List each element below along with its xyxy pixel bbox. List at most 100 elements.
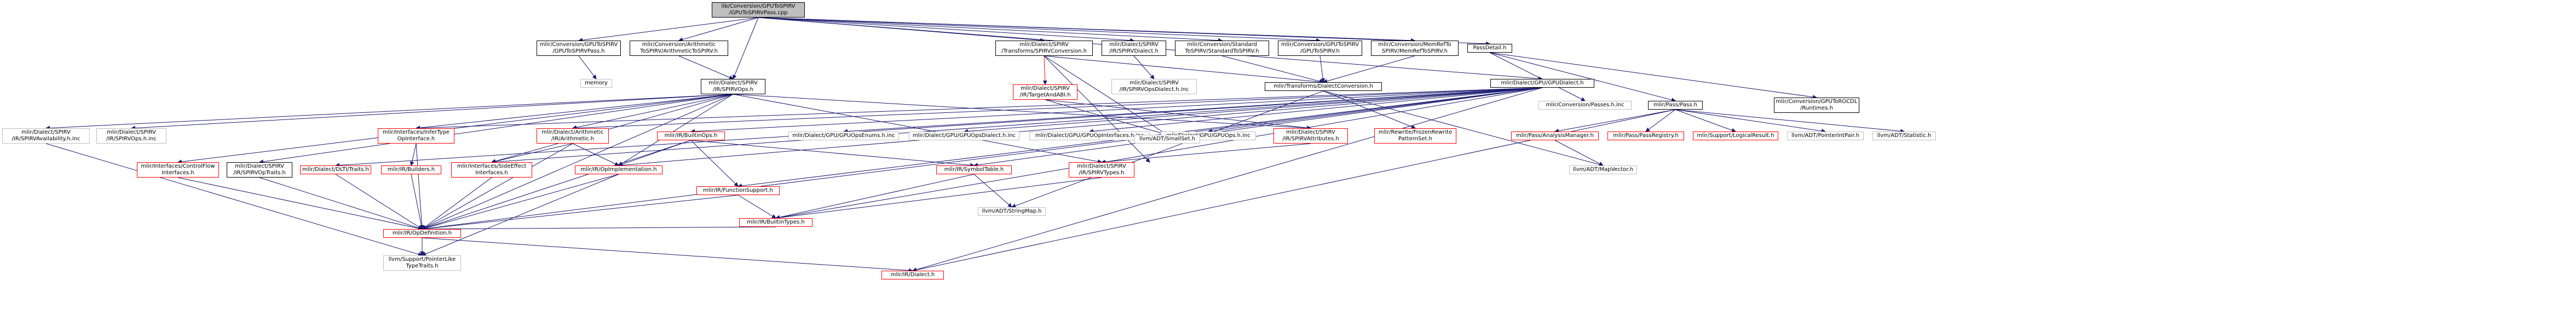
node-spirv-op-traits-h[interactable]: mlir/Dialect/SPIRV /IR/SPIRVOpTraits.h: [227, 162, 292, 178]
include-edge: [1675, 109, 1826, 133]
node-dlti-traits-h[interactable]: mlir/Dialect/DLTI/Traits.h: [300, 165, 371, 174]
include-edge: [416, 143, 424, 230]
node-builtin-ops-h[interactable]: mlir/IR/BuiltinOps.h: [657, 132, 725, 140]
node-label-line-1: mlir/Dialect/SPIRV: [1129, 80, 1179, 86]
node-gpu-ops-enums-inc: mlir/Dialect/GPU/GPUOpsEnums.h.inc: [788, 132, 899, 140]
node-pass-pass-h[interactable]: mlir/Pass/Pass.h: [1648, 101, 1703, 110]
node-gpu-to-rocdl-runtimes-h[interactable]: mlir/Conversion/GPUToROCDL /Runtimes.h: [1774, 98, 1859, 113]
node-label-line-2: /IR/SPIRVOpTraits.h: [233, 170, 286, 176]
node-spirv-types-h[interactable]: mlir/Dialect/SPIRV /IR/SPIRVTypes.h: [1069, 162, 1134, 178]
node-op-definition-h[interactable]: mlir/IR/OpDefinition.h: [383, 229, 461, 238]
include-edge: [1323, 90, 1416, 129]
node-arithmetic-h[interactable]: mlir/Dialect/Arithmetic /IR/Arithmetic.h: [537, 128, 609, 144]
include-edge: [335, 87, 1543, 168]
include-edge: [1089, 87, 1543, 134]
include-edge: [678, 17, 759, 42]
node-label-line-2: /IR/SPIRVOps.h: [713, 87, 753, 93]
include-edge: [422, 177, 492, 230]
node-arithmetic-to-spirv-h[interactable]: mlir/Conversion/Arithmetic ToSPIRV/Arith…: [630, 41, 728, 56]
node-label: memory: [585, 80, 608, 86]
include-edge: [912, 87, 1543, 272]
include-edge: [1323, 90, 1604, 167]
node-label-line-1: mlir/Dialect/SPIRV: [1021, 85, 1070, 92]
node-label-line-2: /IR/TargetAndABI.h: [1019, 92, 1071, 98]
node-label: mlir/Dialect/GPU/GPUDialect.h: [1501, 80, 1584, 86]
include-edge: [1045, 99, 1168, 136]
node-label-line-1: mlir/Rewrite/FrozenRewrite: [1378, 129, 1453, 135]
include-edge: [758, 17, 1134, 43]
node-pass-registry-h[interactable]: mlir/Pass/PassRegistry.h: [1607, 132, 1684, 140]
node-spirv-dialect-h[interactable]: mlir/Dialect/SPIRV /IR/SPIRVDialect.h: [1102, 41, 1166, 56]
include-edge: [775, 177, 1102, 220]
include-edge: [131, 94, 734, 130]
include-edge: [1554, 140, 1604, 166]
node-label-line-1: mlir/Dialect/SPIRV: [1286, 129, 1335, 135]
include-edge: [758, 17, 1223, 43]
node-label: mlir/IR/Builders.h: [387, 167, 435, 173]
include-edge: [1045, 99, 1311, 130]
node-control-flow-interfaces-h[interactable]: mlir/Interfaces/ControlFlow Interfaces.h: [137, 162, 219, 178]
node-label-line-2: PatternSet.h: [1398, 136, 1432, 142]
include-edge: [618, 94, 734, 166]
node-logical-result-h[interactable]: mlir/Support/LogicalResult.h: [1693, 132, 1778, 140]
node-label-line-2: /IR/SPIRVAttributes.h: [1282, 136, 1339, 142]
node-label: mlir/Dialect/DLTI/Traits.h: [302, 167, 369, 173]
node-memory: memory: [580, 79, 612, 88]
include-edge: [1011, 90, 1324, 208]
node-pass-analysis-manager-h[interactable]: mlir/Pass/AnalysisManager.h: [1511, 132, 1599, 140]
node-label-line-1: lib/Conversion/GPUToSPIRV: [721, 3, 796, 9]
node-pass-detail-h[interactable]: PassDetail.h: [1467, 44, 1512, 53]
node-gpu-to-spirv-h[interactable]: mlir/Conversion/GPUToSPIRV /GPUToSPIRV.h: [1278, 41, 1362, 56]
node-frozen-rewrite-pattern-set-h[interactable]: mlir/Rewrite/FrozenRewrite PatternSet.h: [1374, 128, 1456, 144]
include-edge: [1221, 55, 1324, 84]
include-edge: [572, 94, 734, 130]
node-label-line-1: llvm/Support/PointerLike: [388, 256, 456, 262]
node-symbol-table-h[interactable]: mlir/IR/SymbolTable.h: [936, 165, 1012, 174]
node-label-line-1: mlir/Dialect/Arithmetic: [541, 129, 604, 135]
node-standard-to-spirv-h[interactable]: mlir/Conversion/Standard ToSPIRV/Standar…: [1175, 41, 1269, 56]
include-edge: [1044, 55, 1150, 163]
include-edge: [775, 87, 1543, 220]
node-infer-type-op-interface-h[interactable]: mlir/Interfaces/InferType OpInterface.h: [378, 128, 454, 144]
include-edge: [678, 55, 734, 79]
node-label-line-2: /Runtimes.h: [1800, 105, 1833, 111]
node-label: llvm/ADT/SmallSet.h: [1139, 136, 1196, 142]
node-label-line-1: mlir/Dialect/SPIRV: [1019, 42, 1069, 48]
node-dialect-conversion-h[interactable]: mlir/Transforms/DialectConversion.h: [1265, 82, 1382, 91]
include-edge: [973, 87, 1543, 168]
include-edge: [1645, 109, 1676, 132]
node-memref-to-spirv-h[interactable]: mlir/Conversion/MemRefTo SPIRV/MemRefToS…: [1371, 41, 1459, 56]
node-label-line-2: TypeTraits.h: [406, 263, 439, 269]
node-op-implementation-h[interactable]: mlir/IR/OpImplementation.h: [575, 165, 662, 174]
node-label: mlir/Transforms/DialectConversion.h: [1273, 83, 1373, 89]
include-edge: [491, 87, 1543, 164]
node-gpu-dialect-h[interactable]: mlir/Dialect/GPU/GPUDialect.h: [1490, 79, 1594, 88]
include-edge: [690, 140, 739, 187]
node-spirv-ops-h[interactable]: mlir/Dialect/SPIRV /IR/SPIRVOps.h: [701, 79, 765, 94]
node-target-and-abi-h[interactable]: mlir/Dialect/SPIRV /IR/TargetAndABI.h: [1013, 84, 1077, 100]
node-builders-h[interactable]: mlir/IR/Builders.h: [381, 165, 441, 174]
node-side-effect-interfaces-h[interactable]: mlir/Interfaces/SideEffect Interfaces.h: [451, 162, 532, 178]
node-function-support-h[interactable]: mlir/IR/FunctionSupport.h: [696, 186, 780, 195]
node-llvm-string-map-h: llvm/ADT/StringMap.h: [978, 207, 1046, 216]
node-label-line-2: /GPUToSPIRVPass.cpp: [729, 10, 788, 16]
node-label-line-1: mlir/Interfaces/ControlFlow: [141, 163, 215, 169]
node-gpu-to-spirv-pass-h[interactable]: mlir/Conversion/GPUToSPIRV /GPUToSPIRVPa…: [537, 41, 621, 56]
include-edge: [618, 87, 1543, 168]
include-edge: [1044, 55, 1168, 135]
include-edge: [1323, 55, 1415, 83]
node-label: mlir/Conversion/Passes.h.inc: [1546, 102, 1624, 108]
node-label: mlir/IR/OpImplementation.h: [580, 167, 657, 173]
node-label-line-1: mlir/Interfaces/InferType: [382, 129, 450, 135]
node-builtin-types-h[interactable]: mlir/IR/BuiltinTypes.h: [739, 218, 812, 227]
node-label-line-1: mlir/Dialect/SPIRV: [21, 129, 71, 135]
node-spirv-attributes-h[interactable]: mlir/Dialect/SPIRV /IR/SPIRVAttributes.h: [1273, 128, 1348, 144]
node-label-line-2: OpInterface.h: [397, 136, 435, 142]
include-edge: [758, 17, 1490, 46]
include-edge: [45, 94, 734, 130]
include-edge: [422, 195, 739, 231]
node-ir-dialect-h[interactable]: mlir/IR/Dialect.h: [881, 271, 944, 279]
node-spirv-conversion-h[interactable]: mlir/Dialect/SPIRV /Transforms/SPIRVConv…: [995, 41, 1093, 56]
node-gpu-op-interfaces-inc: mlir/Dialect/GPU/GPUOpInterfaces.h.inc: [1029, 132, 1150, 140]
include-edge: [737, 195, 776, 219]
